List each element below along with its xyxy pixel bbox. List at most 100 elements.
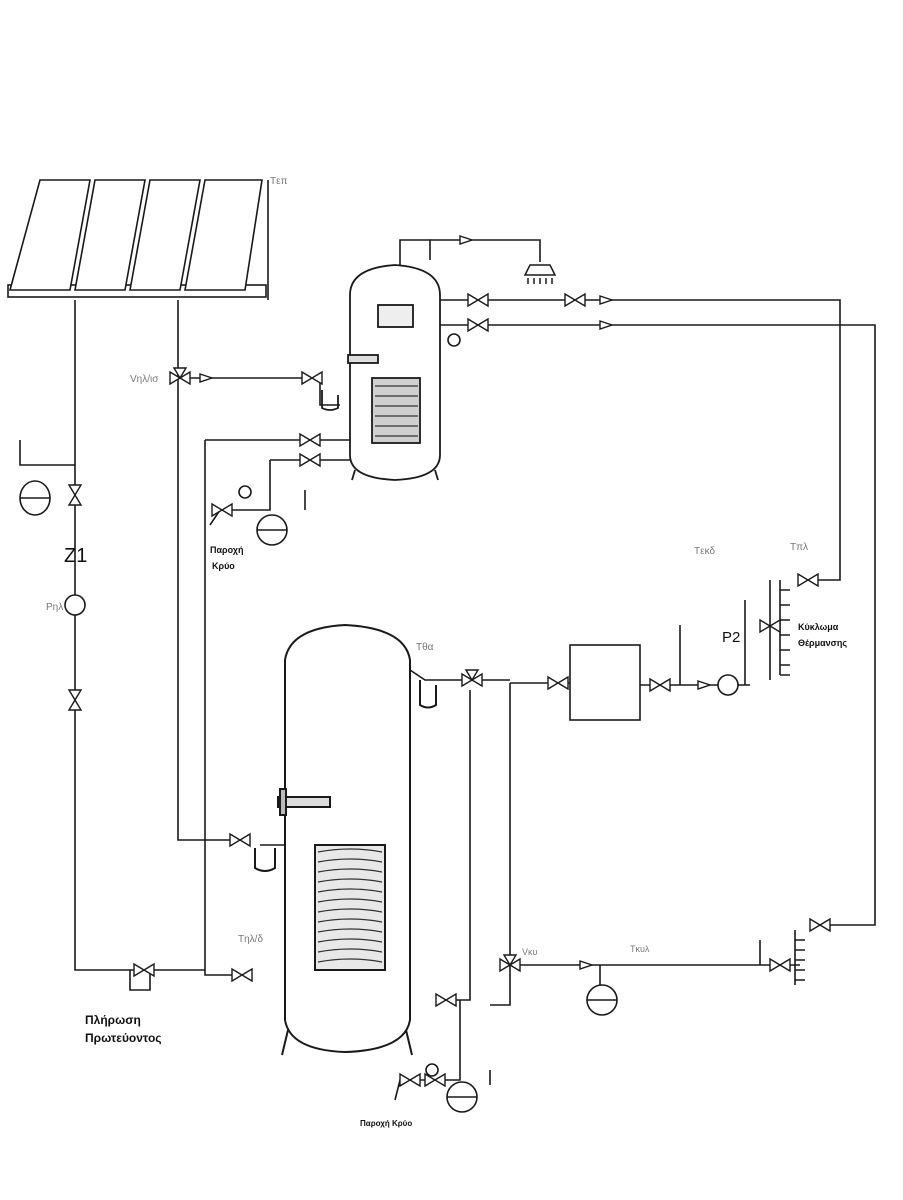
labels: Tεπ Vηλ/ισ Z1 Pηλ Tηλ/δ Tθα Tεκδ Tπλ P2 … [46,176,847,1128]
label-p2: P2 [722,629,740,646]
valve-icon [547,675,569,691]
valve-icon [299,452,321,468]
coil-turn [317,938,383,943]
label-t-pump-right: Tεκδ [694,546,715,557]
upper-boiler-coil [371,377,421,444]
coil-turn [317,908,383,913]
upper-boiler [321,264,441,481]
upper-boiler-legs [351,469,439,481]
heat-exchanger-box [569,644,641,721]
coil-turn [317,948,383,953]
label-t-circuit: Tπλ [790,542,808,553]
mixing-riser-2 [490,683,511,1006]
storage-tank-body [284,623,411,1054]
check-valve-icon [599,295,615,305]
check-valve-icon [697,680,713,690]
storage-tank-legs [281,1029,413,1056]
heating-manifold-icon [779,580,790,676]
pressure-gauge-icon [238,485,252,499]
upper-boiler-tank [349,264,441,481]
label-t-storage-top: Tθα [416,642,434,653]
tank-top-outlet [409,669,510,681]
pressure-gauge-lower-icon [425,1063,439,1077]
check-valve-icon [199,373,215,383]
valve-icon [424,1072,446,1088]
manifolds [779,580,805,985]
valve-icon [467,292,489,308]
label-t-mix: Tκυλ [630,944,650,954]
label-z1: Z1 [64,545,87,567]
solar-collector-4 [184,179,263,291]
solar-collector-3 [129,179,201,291]
label-supply-cold-upper-2: Κρύο [212,561,235,571]
coil-turn [317,928,383,933]
solar-return-pipe [74,300,110,971]
storage-tank-coil [314,844,386,971]
label-p-sol: Pηλ [46,602,63,613]
label-supply-cold-lower: Παροχή Κρύο [360,1119,412,1128]
coil-turn [317,958,383,963]
label-heating-circuit-2: Θέρμανσης [798,638,847,648]
storage-tank-heater-cap [279,788,287,816]
valve-icon [809,917,831,933]
label-t-boiler-lower: Tηλ/δ [238,934,263,945]
three-way-valve-icon [169,367,191,386]
valve-vertical-icon [67,689,83,711]
cold-supply-branch-upper-vert [209,460,271,526]
solar-collector-1 [8,179,91,291]
valve-icon [301,370,323,386]
storage-siphon-right [419,680,437,709]
solar-supply-pipe [177,300,240,841]
expansion-vessels [19,480,618,1113]
solar-collector-array [7,179,267,298]
expansion-branch-left [19,440,75,466]
label-v-mix: Vκυ [522,947,538,957]
coil-turn [317,858,383,863]
label-t-top: Tεπ [270,176,288,187]
right-manifold-icon [794,930,805,985]
boiler-recirc-pipe [440,324,876,926]
mixing-riser [440,690,471,1001]
valve-icon [229,832,251,848]
solar-pump-icon [64,594,86,616]
valve-vertical-icon [67,484,83,506]
three-way-valve-icon [499,954,521,973]
valve-icon [133,962,155,978]
valve-icon [211,502,233,518]
coil-turn [317,888,383,893]
solar-collector-2 [74,179,146,291]
label-fill-primary-2: Πρωτεύοντος [85,1031,162,1045]
valves [67,235,831,1088]
three-way-valve-icon [461,669,483,688]
valve-icon [435,992,457,1008]
check-valve-icon [599,320,615,330]
upper-boiler-element [347,354,379,364]
p2-pump-icon [717,674,739,696]
upper-coil-turns [375,385,418,437]
storage-tank [254,623,437,1056]
pipes [19,180,876,1101]
storage-tank-heater [277,796,331,808]
indicator-upper-icon [447,333,461,347]
pumps [64,333,739,1077]
valve-icon [759,618,781,634]
coil-turn [317,868,383,873]
primary-fill-drops [129,970,151,991]
check-valve-icon [579,960,595,970]
solar-to-boiler-pipe [178,377,340,406]
label-v-sol: Vηλ/ισ [130,374,159,385]
storage-coil-turns [317,848,383,963]
storage-siphon [254,848,276,872]
valve-icon [231,967,253,983]
valve-icon [769,957,791,973]
valve-icon [649,677,671,693]
shower-head-icon [523,264,557,284]
check-valve-icon [459,235,475,245]
coil-turn [317,918,383,923]
boiler-siphon-upper [321,390,339,411]
label-fill-primary-1: Πλήρωση [85,1013,141,1027]
valve-icon [564,292,586,308]
valve-icon [399,1072,421,1088]
boiler-hot-out [440,299,841,581]
valve-icon [467,317,489,333]
